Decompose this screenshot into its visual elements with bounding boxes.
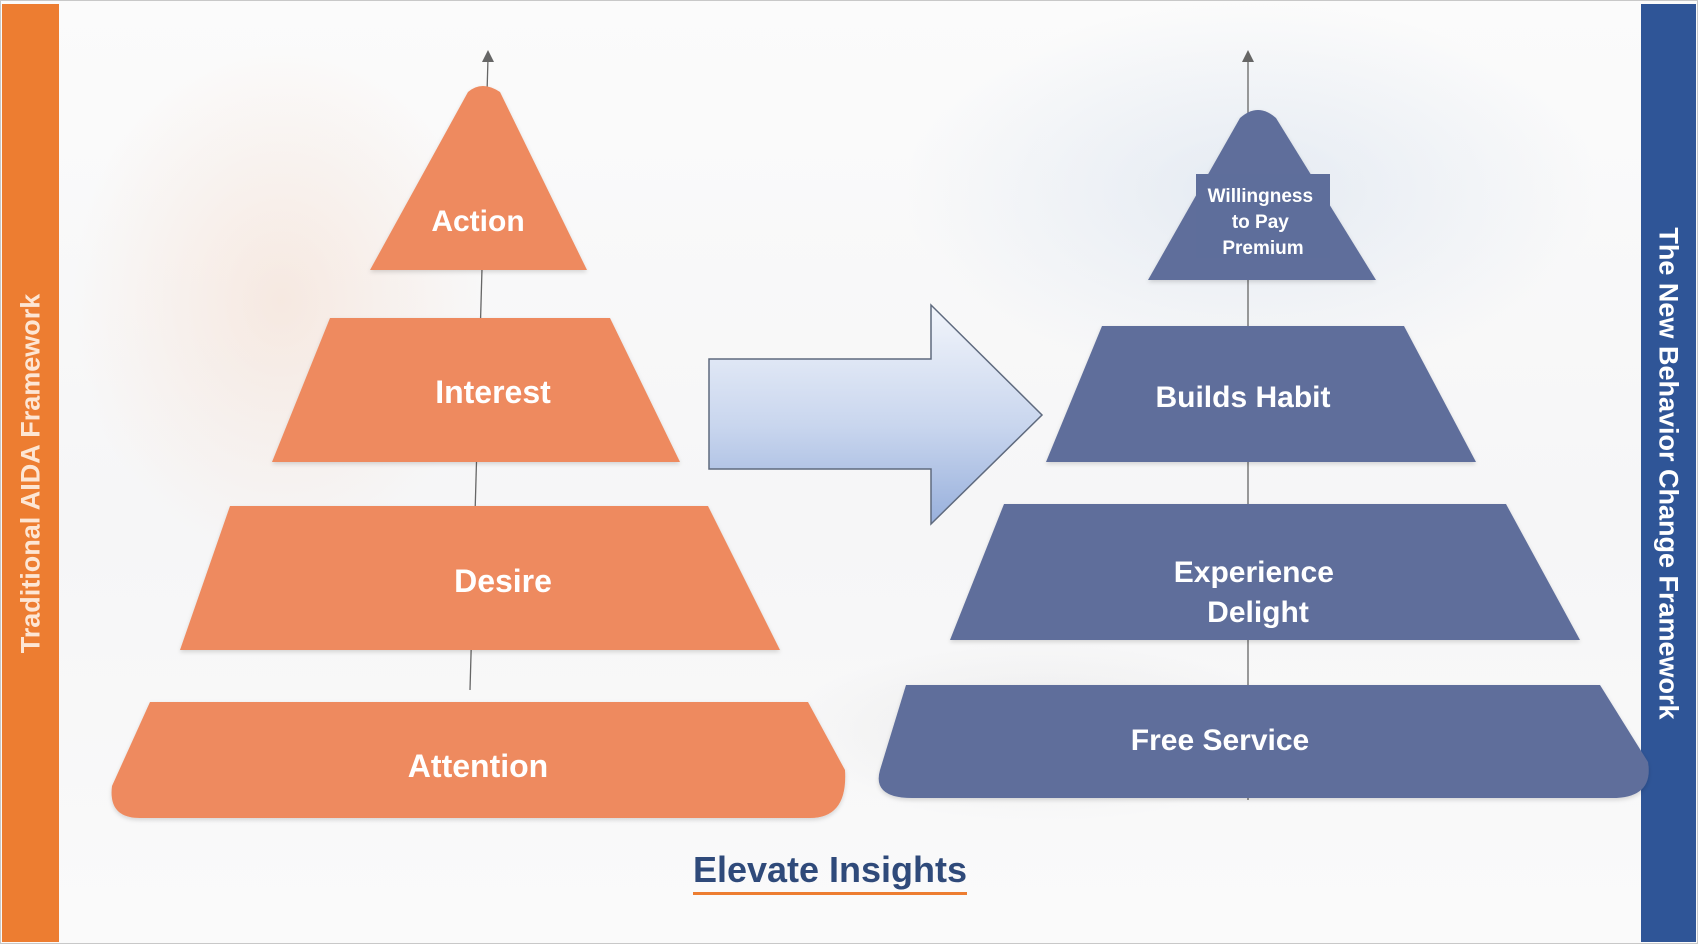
brand-name: Elevate Insights xyxy=(692,850,968,895)
tier-experience-delight xyxy=(950,504,1580,640)
tier-builds-habit xyxy=(1046,326,1476,462)
right-pyramid: Willingness to Pay Premium Builds Habit … xyxy=(878,50,1649,800)
tier-free-service xyxy=(878,685,1649,798)
background-blur xyxy=(71,41,491,561)
label-experience-line: Experience xyxy=(1174,556,1334,589)
willingness-label-box xyxy=(1196,174,1330,258)
label-experience-delight: Experience Delight xyxy=(1174,556,1342,629)
left-pyramid: Action Interest Desire Attention xyxy=(111,50,846,818)
label-interest: Interest xyxy=(435,374,551,410)
tier-action xyxy=(370,86,587,270)
label-builds-habit: Builds Habit xyxy=(1155,381,1330,414)
brand-logo: Elevate Insights xyxy=(680,850,980,895)
label-desire: Desire xyxy=(454,563,552,599)
left-axis-arrowhead xyxy=(482,50,494,62)
right-framework-banner: The New Behavior Change Framework xyxy=(1641,4,1696,942)
label-delight-line: Delight xyxy=(1207,596,1309,629)
label-willingness-line: Premium xyxy=(1222,238,1303,259)
label-free-service: Free Service xyxy=(1131,724,1309,757)
tier-interest xyxy=(272,318,680,462)
label-action: Action xyxy=(431,205,524,238)
label-willingness: Willingness to Pay Premium xyxy=(1208,186,1319,259)
right-axis-arrowhead xyxy=(1242,50,1254,62)
label-willingness-line: Willingness xyxy=(1208,186,1313,207)
left-framework-banner: Traditional AIDA Framework xyxy=(2,4,59,942)
tier-attention xyxy=(111,702,846,818)
transition-arrow xyxy=(708,303,1044,526)
tier-desire xyxy=(180,506,780,650)
label-attention: Attention xyxy=(408,748,548,784)
label-willingness-line: to Pay xyxy=(1232,212,1289,233)
